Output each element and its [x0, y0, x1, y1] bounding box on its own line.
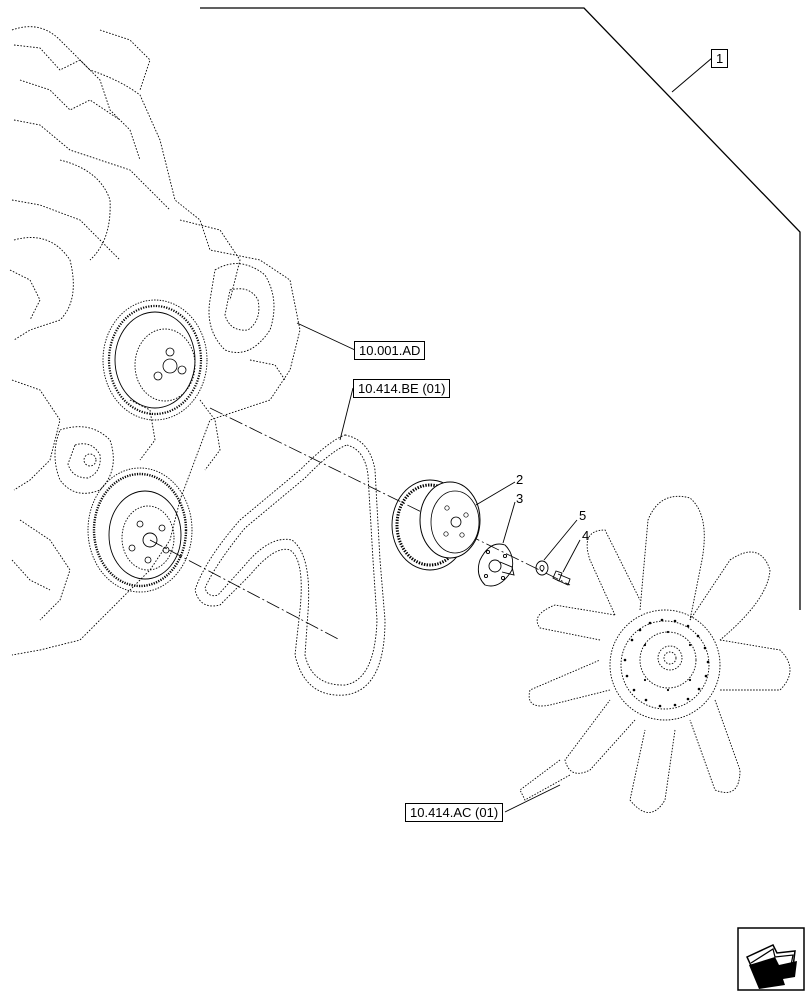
upper-engine-pulley [102, 299, 208, 421]
item-number-3: 3 [516, 491, 524, 506]
engine-ref-leader [296, 322, 356, 351]
item-number-4: 4 [582, 528, 590, 543]
item-5-leader [543, 519, 578, 561]
assembly-axis-lines [149, 407, 571, 641]
fan-ref-callout[interactable]: 10.414.AC (01) [405, 803, 504, 822]
item-4-leader [562, 539, 581, 573]
fan-drive-pulley [391, 479, 481, 571]
crankshaft-damper-pulley [87, 467, 193, 593]
belt-ref-leader [339, 387, 354, 441]
next-page-arrow-icon[interactable] [737, 927, 805, 991]
assembly-bracket-line [200, 7, 801, 610]
fan-ref-leader [504, 784, 561, 813]
engine-block [9, 26, 301, 656]
cooling-fan [519, 495, 791, 813]
assembly-ref-callout[interactable]: 1 [711, 49, 729, 68]
drive-belt [194, 434, 386, 696]
item-number-2: 2 [516, 472, 524, 487]
assembly-leader-line [671, 57, 713, 93]
bolt [552, 570, 571, 586]
engine-ref-callout[interactable]: 10.001.AD [354, 341, 426, 360]
fan-clutch-hatching [623, 618, 710, 708]
washer [535, 560, 549, 576]
belt-ref-callout[interactable]: 10.414.BE (01) [353, 379, 451, 398]
item-3-leader [502, 501, 516, 544]
fan-hub [477, 543, 515, 587]
item-2-leader [475, 481, 516, 506]
item-number-5: 5 [579, 508, 587, 523]
